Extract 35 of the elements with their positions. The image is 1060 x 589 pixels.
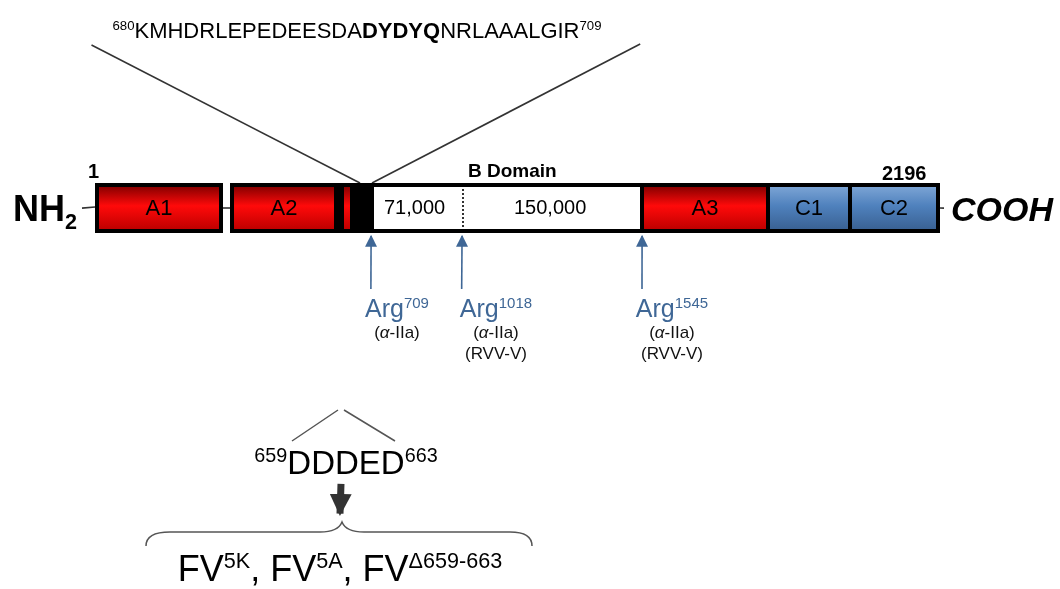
arrow bbox=[365, 234, 378, 290]
connector-line bbox=[81, 206, 96, 209]
site-label: Arg$^{1545}$ bbox=[635, 293, 709, 323]
site-label: Arg$^{1018}$ bbox=[459, 293, 533, 323]
residue-number: 2196 bbox=[882, 162, 927, 185]
note-text: (RVV-V) bbox=[464, 343, 527, 365]
domain-label: A3 bbox=[691, 195, 719, 221]
arrow bbox=[329, 483, 352, 516]
variant-label: FV$^{5K}$, FV$^{5A}$, FV$^{Δ659-663}$ bbox=[177, 548, 503, 589]
note-text: (α-IIa) bbox=[374, 322, 420, 344]
domain-label: A2 bbox=[270, 195, 298, 221]
note-text: (α-IIa) bbox=[649, 322, 695, 344]
arrow bbox=[456, 234, 468, 290]
site-label: Arg$^{709}$ bbox=[365, 293, 429, 323]
domain-label: 150,000 bbox=[514, 196, 587, 219]
domain-label: 71,000 bbox=[384, 196, 446, 219]
domain-box bbox=[95, 183, 223, 233]
domain-label: A1 bbox=[145, 195, 173, 221]
note-text: (α-IIa) bbox=[473, 322, 519, 344]
domain-segment bbox=[336, 183, 358, 233]
domain-heading: B Domain bbox=[468, 160, 557, 182]
domain-label: C2 bbox=[879, 195, 909, 221]
leader-line bbox=[371, 43, 641, 184]
domain-box bbox=[230, 183, 338, 233]
connector-line bbox=[222, 207, 231, 209]
connector-line bbox=[939, 207, 945, 209]
terminus-label: NH$_{2}$ bbox=[13, 188, 77, 229]
terminus-label: COOH bbox=[951, 190, 1053, 228]
sequence-text: $^{680}$KMHDRLEPEDEESDADYDYQNRLAAALGIR$^{709}$ bbox=[112, 18, 602, 44]
arrow bbox=[636, 234, 649, 290]
domain-label: C1 bbox=[794, 195, 824, 221]
residue-number: 1 bbox=[88, 160, 100, 183]
sequence-text: $^{659}$DDDED$^{663}$ bbox=[254, 444, 438, 481]
leader-line bbox=[90, 44, 361, 184]
note-text: (RVV-V) bbox=[640, 343, 703, 365]
